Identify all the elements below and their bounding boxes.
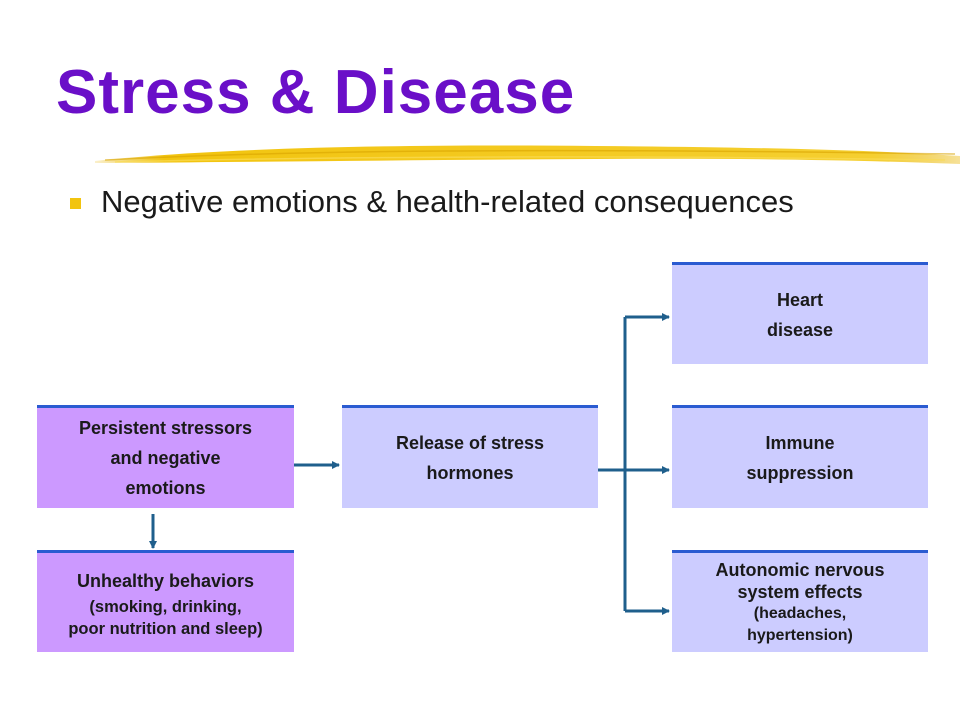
box-text-line: Heart xyxy=(776,289,824,310)
box-persistent-stressors: Persistent stressors and negative emotio… xyxy=(37,405,294,508)
box-autonomic-effects: Autonomic nervous system effects (headac… xyxy=(672,550,928,652)
box-text-line: hormones xyxy=(426,463,514,483)
bullet-text: Negative emotions & health-related conse… xyxy=(101,184,794,219)
bullet-square-icon xyxy=(70,198,81,209)
box-text-line: Unhealthy behaviors xyxy=(76,570,255,591)
page-title: Stress & Disease xyxy=(56,58,576,127)
title-underline-stroke xyxy=(95,145,960,164)
box-text-line: system effects xyxy=(737,581,863,602)
box-text-line: emotions xyxy=(125,478,206,498)
box-stress-hormones: Release of stress hormones xyxy=(342,405,598,508)
box-text-line: Release of stress xyxy=(395,433,545,453)
box-text-line: disease xyxy=(766,319,834,340)
box-text-line: and negative xyxy=(110,448,221,468)
box-immune-suppression: Immune suppression xyxy=(672,405,928,508)
box-heart-disease: Heart disease xyxy=(672,262,928,364)
box-text-line: (headaches, xyxy=(753,604,847,622)
box-text-line: Immune xyxy=(765,433,835,453)
box-text-line: suppression xyxy=(746,463,854,483)
box-text-line: poor nutrition and sleep) xyxy=(68,619,263,638)
box-text-line: hypertension) xyxy=(747,626,853,644)
box-unhealthy-behaviors: Unhealthy behaviors (smoking, drinking, … xyxy=(37,550,294,652)
box-text-line: Persistent stressors xyxy=(78,418,253,438)
bullet-item: Negative emotions & health-related conse… xyxy=(70,186,794,217)
box-text-line: (smoking, drinking, xyxy=(89,597,242,616)
box-text-line: Autonomic nervous xyxy=(715,559,885,580)
